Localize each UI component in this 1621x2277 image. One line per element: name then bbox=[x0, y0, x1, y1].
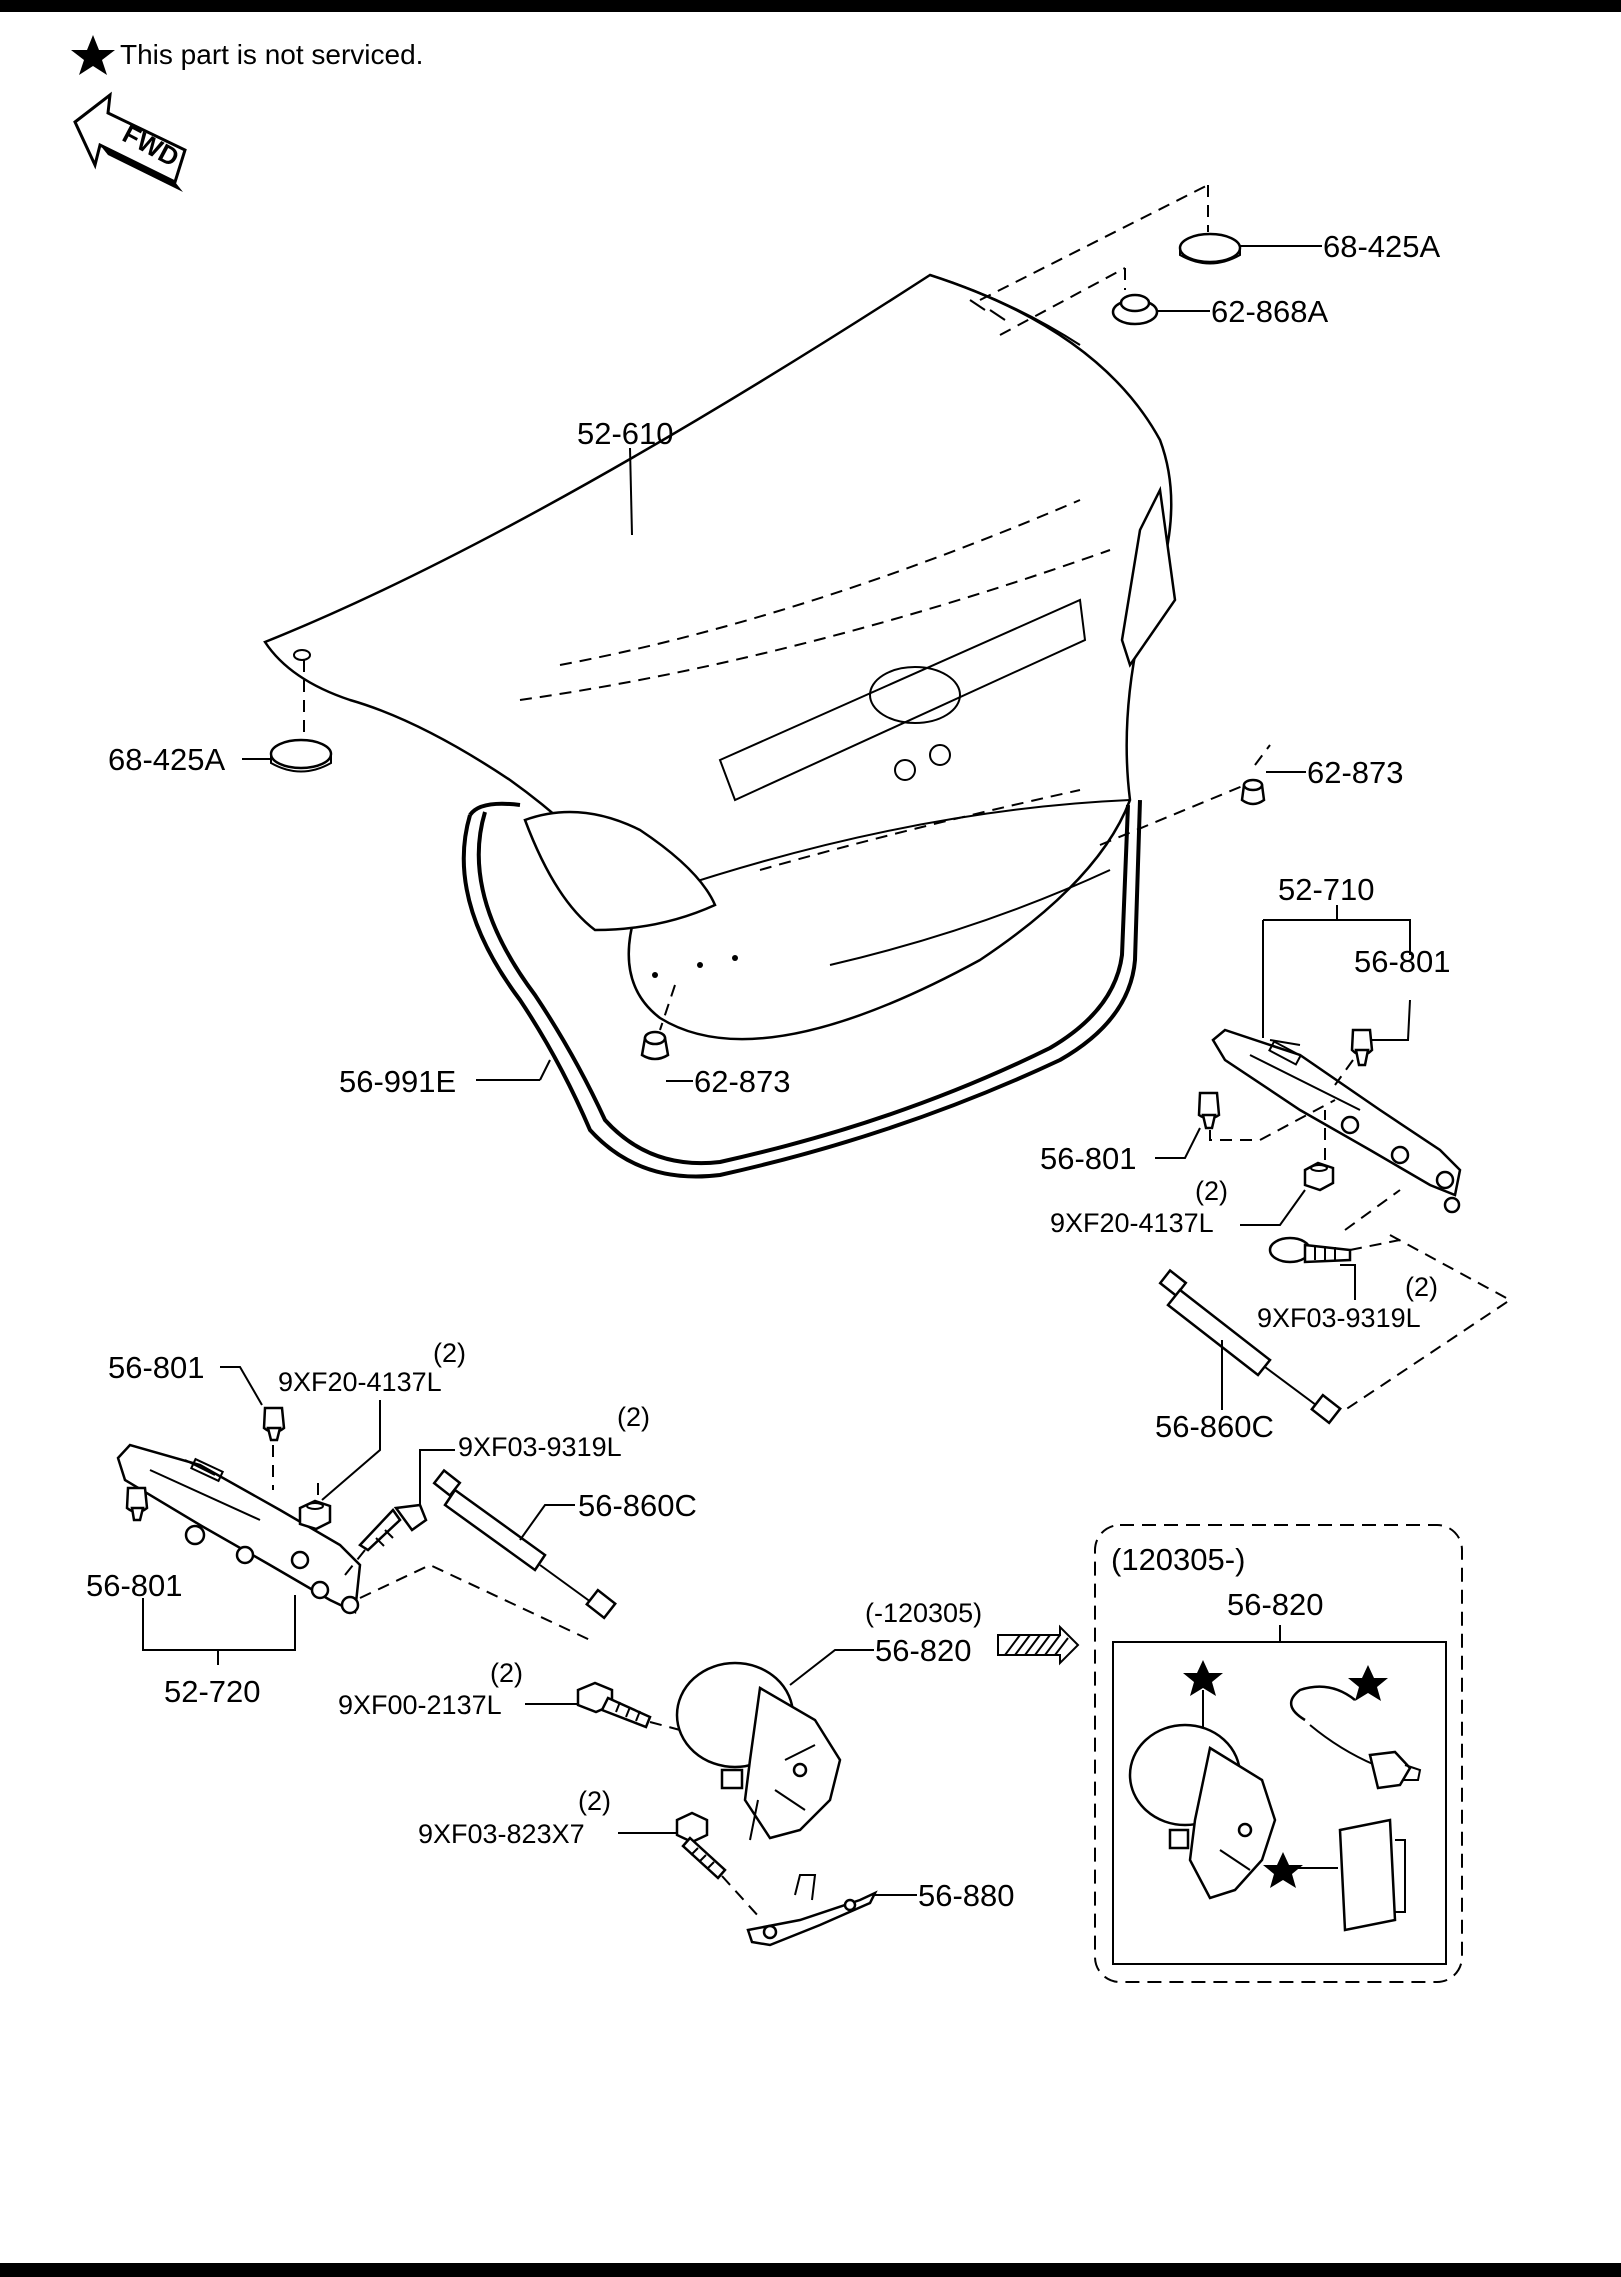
bottom-border-bar bbox=[0, 2263, 1621, 2277]
clip-56-801-right-upper: 56-801 bbox=[1334, 944, 1451, 1086]
callout-52-710: 52-710 bbox=[1278, 872, 1375, 907]
callout-62-873-right: 62-873 bbox=[1307, 755, 1404, 790]
callout-9XF03-9319L-right-qty: (2) bbox=[1405, 1272, 1438, 1302]
callout-52-720: 52-720 bbox=[164, 1674, 261, 1709]
star-icon bbox=[1183, 1660, 1223, 1696]
callout-9XF20-4137L-left-qty: (2) bbox=[433, 1338, 466, 1368]
stopper-62-873-right: 62-873 bbox=[1099, 744, 1404, 846]
callout-9XF20-4137L-right: 9XF20-4137L bbox=[1050, 1208, 1214, 1238]
bolt-9XF03-823X7: (2) 9XF03-823X7 bbox=[418, 1786, 761, 1919]
gas-strut-56-860C-right: 56-860C bbox=[1155, 1268, 1342, 1444]
callout-56-991E: 56-991E bbox=[339, 1064, 456, 1099]
callout-56-860C-left: 56-860C bbox=[578, 1488, 697, 1523]
gas-strut-56-860C-left: 56-860C bbox=[432, 1468, 697, 1620]
callout-52-610: 52-610 bbox=[577, 416, 674, 451]
star-icon bbox=[1348, 1665, 1388, 1701]
callout-56-801-left-upper: 56-801 bbox=[108, 1350, 205, 1385]
callout-9XF03-823X7-qty: (2) bbox=[578, 1786, 611, 1816]
clip-56-801-right-lower: 56-801 bbox=[1040, 1091, 1336, 1176]
not-serviced-note: This part is not serviced. bbox=[71, 35, 423, 75]
callout-9XF03-9319L-left-qty: (2) bbox=[617, 1402, 650, 1432]
revision-box-120305: (120305-) 56-820 bbox=[1094, 1524, 1463, 1983]
hinge-52-710 bbox=[1211, 1028, 1462, 1214]
callout-68-425A-left: 68-425A bbox=[108, 742, 226, 777]
hatched-arrow-icon bbox=[997, 1624, 1080, 1666]
callout-56-860C-right: 56-860C bbox=[1155, 1409, 1274, 1444]
callout-9XF20-4137L-left: 9XF20-4137L bbox=[278, 1367, 442, 1397]
callout-9XF00-2137L: 9XF00-2137L bbox=[338, 1690, 502, 1720]
callout-62-873-bottom: 62-873 bbox=[694, 1064, 791, 1099]
callout-9XF03-823X7: 9XF03-823X7 bbox=[418, 1819, 585, 1849]
clip-56-801-left-upper: 56-801 bbox=[108, 1350, 286, 1490]
star-icon bbox=[1263, 1852, 1303, 1888]
top-border-bar bbox=[0, 0, 1621, 12]
clip-56-801-left-lower: 56-801 bbox=[86, 1486, 183, 1603]
trunk-lid-52-610 bbox=[263, 273, 1177, 1041]
callout-68-425A-top: 68-425A bbox=[1323, 229, 1441, 264]
bolt-9XF03-9319L-right: (2) 9XF03-9319L bbox=[1257, 1236, 1438, 1333]
weatherstrip-56-991E bbox=[461, 799, 1142, 1179]
hinge-52-720 bbox=[116, 1443, 362, 1615]
callout-range-after: (120305-) bbox=[1111, 1542, 1245, 1577]
callout-56-820-box: 56-820 bbox=[1227, 1587, 1324, 1622]
stopper-62-873-bottom: 62-873 bbox=[640, 984, 791, 1099]
nut-9XF20-4137L-left: (2) 9XF20-4137L bbox=[278, 1338, 466, 1531]
callout-56-801-right-upper: 56-801 bbox=[1354, 944, 1451, 979]
star-icon bbox=[71, 35, 115, 75]
callout-56-801-left-lower: 56-801 bbox=[86, 1568, 183, 1603]
bolt-9XF00-2137L: (2) 9XF00-2137L bbox=[338, 1658, 681, 1731]
not-serviced-text: This part is not serviced. bbox=[120, 39, 423, 70]
callout-9XF03-9319L-right: 9XF03-9319L bbox=[1257, 1303, 1421, 1333]
striker-56-880: 56-880 bbox=[746, 1874, 1015, 1947]
callout-62-868A: 62-868A bbox=[1211, 294, 1329, 329]
callout-56-820: 56-820 bbox=[875, 1633, 972, 1668]
callout-9XF03-9319L-left: 9XF03-9319L bbox=[458, 1432, 622, 1462]
plug-68-425A-top: 68-425A bbox=[1178, 185, 1441, 265]
fwd-arrow-icon: FWD bbox=[73, 91, 187, 192]
callout-9XF20-4137L-right-qty: (2) bbox=[1195, 1176, 1228, 1206]
callout-range-before: (-120305) bbox=[865, 1598, 982, 1628]
plug-68-425A-left: 68-425A bbox=[108, 649, 333, 777]
callout-9XF00-2137L-qty: (2) bbox=[490, 1658, 523, 1688]
callout-56-801-right-lower: 56-801 bbox=[1040, 1141, 1137, 1176]
latch-56-820 bbox=[675, 1661, 842, 1841]
nut-9XF20-4137L-right: (2) 9XF20-4137L bbox=[1050, 1110, 1335, 1238]
bolt-9XF03-9319L-left: (2) 9XF03-9319L bbox=[344, 1402, 650, 1576]
callout-56-880: 56-880 bbox=[918, 1878, 1015, 1913]
grommet-62-868A: 62-868A bbox=[1111, 268, 1329, 329]
